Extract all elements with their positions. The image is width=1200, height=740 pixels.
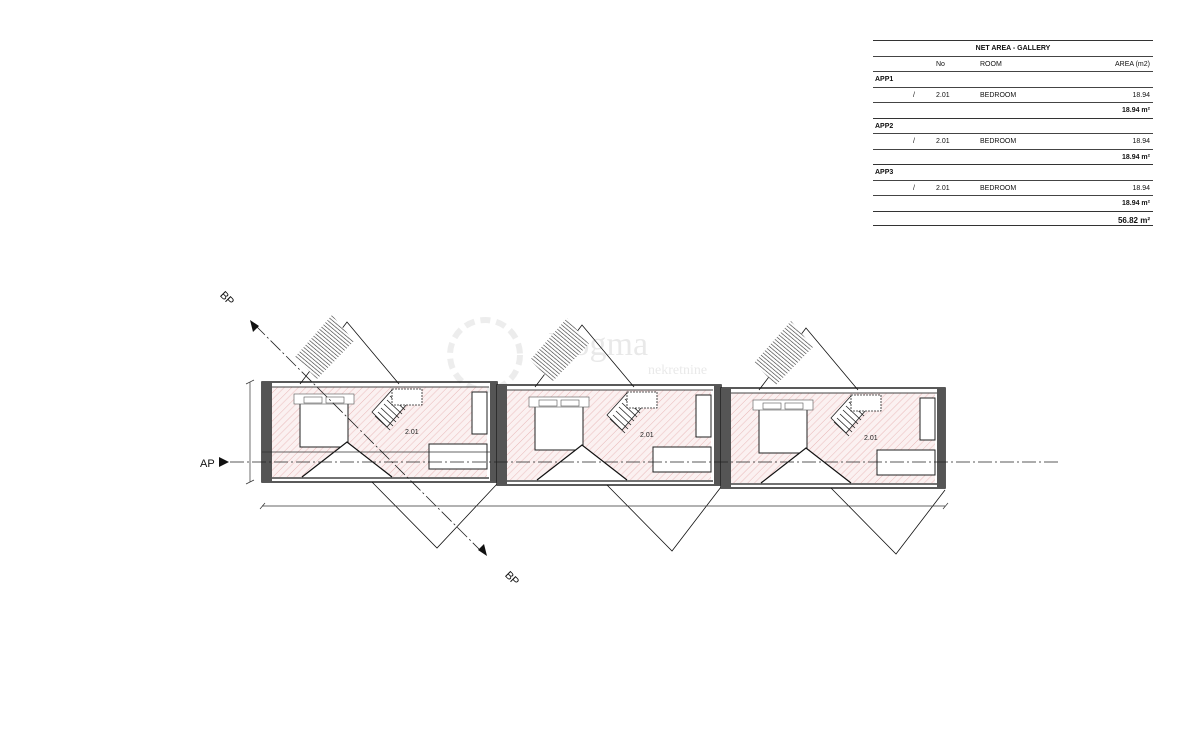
section-bp-label-top: BP	[217, 289, 236, 308]
subtotal-row: 18.94 m²	[873, 196, 1153, 212]
stair-icon	[830, 394, 882, 437]
end-wall	[714, 385, 721, 485]
table-title: NET AREA - GALLERY	[975, 45, 1051, 52]
apartment-name: APP3	[875, 169, 894, 176]
roof-panel	[530, 318, 589, 382]
roof-outline-bottom	[830, 487, 946, 555]
subtotal-row: 18.94 m²	[873, 150, 1153, 165]
row-no: 2.01	[936, 91, 950, 99]
subtotal-area: 18.94 m²	[1121, 153, 1150, 161]
apartment-header: APP1	[873, 72, 1153, 88]
roof-panel	[754, 321, 813, 385]
apartment-header: APP2	[873, 119, 1153, 134]
table-header-row: No ROOM AREA (m2)	[873, 57, 1153, 72]
end-wall	[937, 388, 945, 488]
bed-icon	[758, 407, 808, 454]
row-mark: /	[913, 91, 915, 99]
row-room: BEDROOM	[980, 184, 1017, 192]
row-area: 18.94	[1132, 138, 1150, 145]
total-row: 56.82 m²	[873, 212, 1153, 226]
bed-icon	[299, 401, 349, 448]
subtotal-area: 18.94 m²	[1121, 107, 1150, 114]
subtotal-row: 18.94 m²	[873, 103, 1153, 119]
bed-icon	[534, 404, 584, 451]
net-area-table: NET AREA - GALLERY No ROOM AREA (m2) APP…	[873, 40, 1153, 226]
section-ap-label: AP	[200, 458, 215, 470]
section-bp-label-bottom: BP	[502, 569, 521, 588]
roof-outline-bottom	[606, 484, 722, 552]
row-no: 2.01	[936, 138, 950, 145]
row-room: BEDROOM	[980, 91, 1017, 99]
apartment-header: APP3	[873, 165, 1153, 181]
row-no: 2.01	[936, 184, 950, 192]
roof-window	[536, 444, 628, 481]
row-mark: /	[913, 184, 915, 192]
end-wall	[497, 385, 507, 485]
header-area: AREA (m2)	[1114, 60, 1150, 68]
stair-icon	[371, 388, 423, 431]
apartment-name: APP1	[875, 76, 894, 83]
roof-window	[760, 447, 852, 484]
end-wall	[490, 382, 497, 482]
row-area: 18.94	[1132, 184, 1150, 192]
section-ap-arrow	[219, 457, 229, 467]
wardrobe	[428, 443, 488, 470]
room-label: 2.01	[864, 435, 878, 442]
table-title-row: NET AREA - GALLERY	[873, 40, 1153, 57]
table-row: / 2.01 BEDROOM 18.94	[873, 134, 1153, 150]
section-line-ap: AP	[200, 457, 1060, 470]
row-mark: /	[913, 138, 915, 145]
room-label: 2.01	[405, 429, 419, 436]
roof-outline-bottom	[371, 481, 498, 549]
section-bp-arrow-bottom	[478, 544, 487, 556]
subtotal-area: 18.94 m²	[1121, 200, 1150, 207]
room-label: 2.01	[640, 432, 654, 439]
wardrobe	[652, 446, 712, 473]
header-room: ROOM	[980, 60, 1002, 68]
watermark-logo: Dogma nekretnine	[447, 317, 707, 393]
svg-text:nekretnine: nekretnine	[648, 363, 707, 378]
section-bp-arrow-top	[250, 320, 259, 332]
total-area: 56.82 m²	[1117, 215, 1150, 225]
table-row: / 2.01 BEDROOM 18.94	[873, 88, 1153, 103]
apartment-name: APP2	[875, 122, 894, 130]
apartment-module: 2.01	[496, 318, 722, 552]
end-wall	[262, 382, 272, 482]
table-row: / 2.01 BEDROOM 18.94	[873, 181, 1153, 196]
row-room: BEDROOM	[980, 138, 1017, 145]
header-no: No	[936, 60, 945, 68]
wardrobe	[876, 449, 936, 476]
apartment-module: 2.01	[720, 321, 946, 555]
stair-icon	[606, 391, 658, 434]
roof-panel	[295, 315, 354, 379]
apartment-module: 2.01	[261, 315, 498, 549]
roof-window	[301, 441, 393, 478]
row-area: 18.94	[1132, 91, 1150, 99]
dimension-lines	[245, 379, 949, 510]
end-wall	[721, 388, 731, 488]
